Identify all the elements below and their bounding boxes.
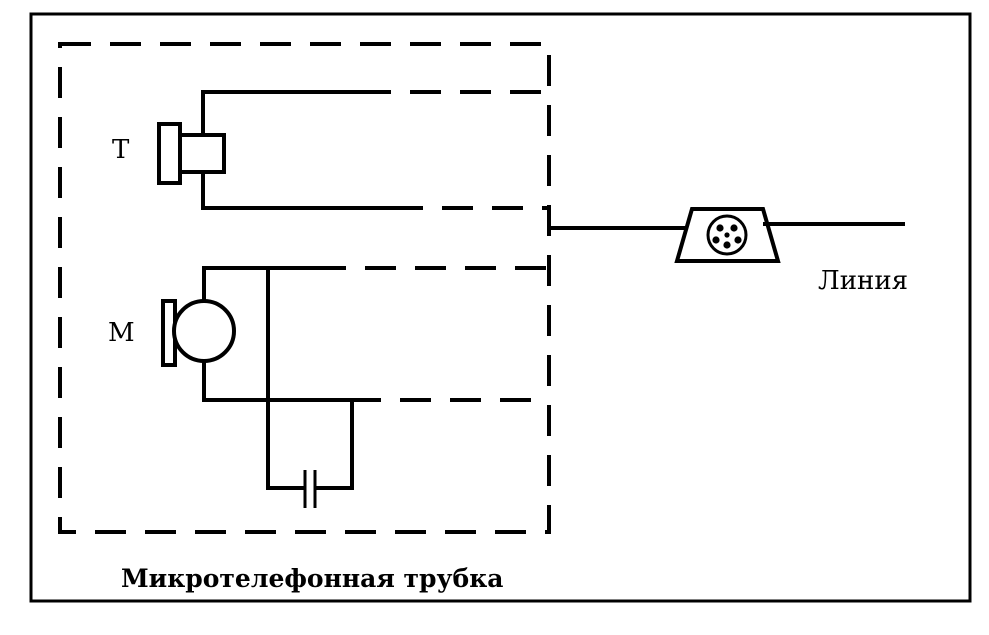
line-label: Линия	[818, 266, 909, 296]
microphone-icon	[161, 299, 236, 367]
earphone-icon	[157, 122, 226, 185]
microphone-wire-bottom	[202, 359, 352, 402]
earphone-label: Т	[112, 135, 130, 165]
branch-right	[316, 398, 354, 490]
handset-boundary	[58, 42, 551, 534]
branch-vertical	[266, 266, 304, 490]
connector-plug-icon	[674, 207, 781, 263]
microphone-wire-top	[202, 266, 317, 303]
capacitor-icon	[303, 470, 317, 508]
earphone-wire-bottom	[201, 170, 394, 210]
earphone-wire-top	[201, 90, 362, 137]
outer-frame	[29, 12, 972, 603]
microphone-label: М	[108, 318, 135, 348]
handset-caption: Микротелефонная трубка	[121, 564, 504, 593]
